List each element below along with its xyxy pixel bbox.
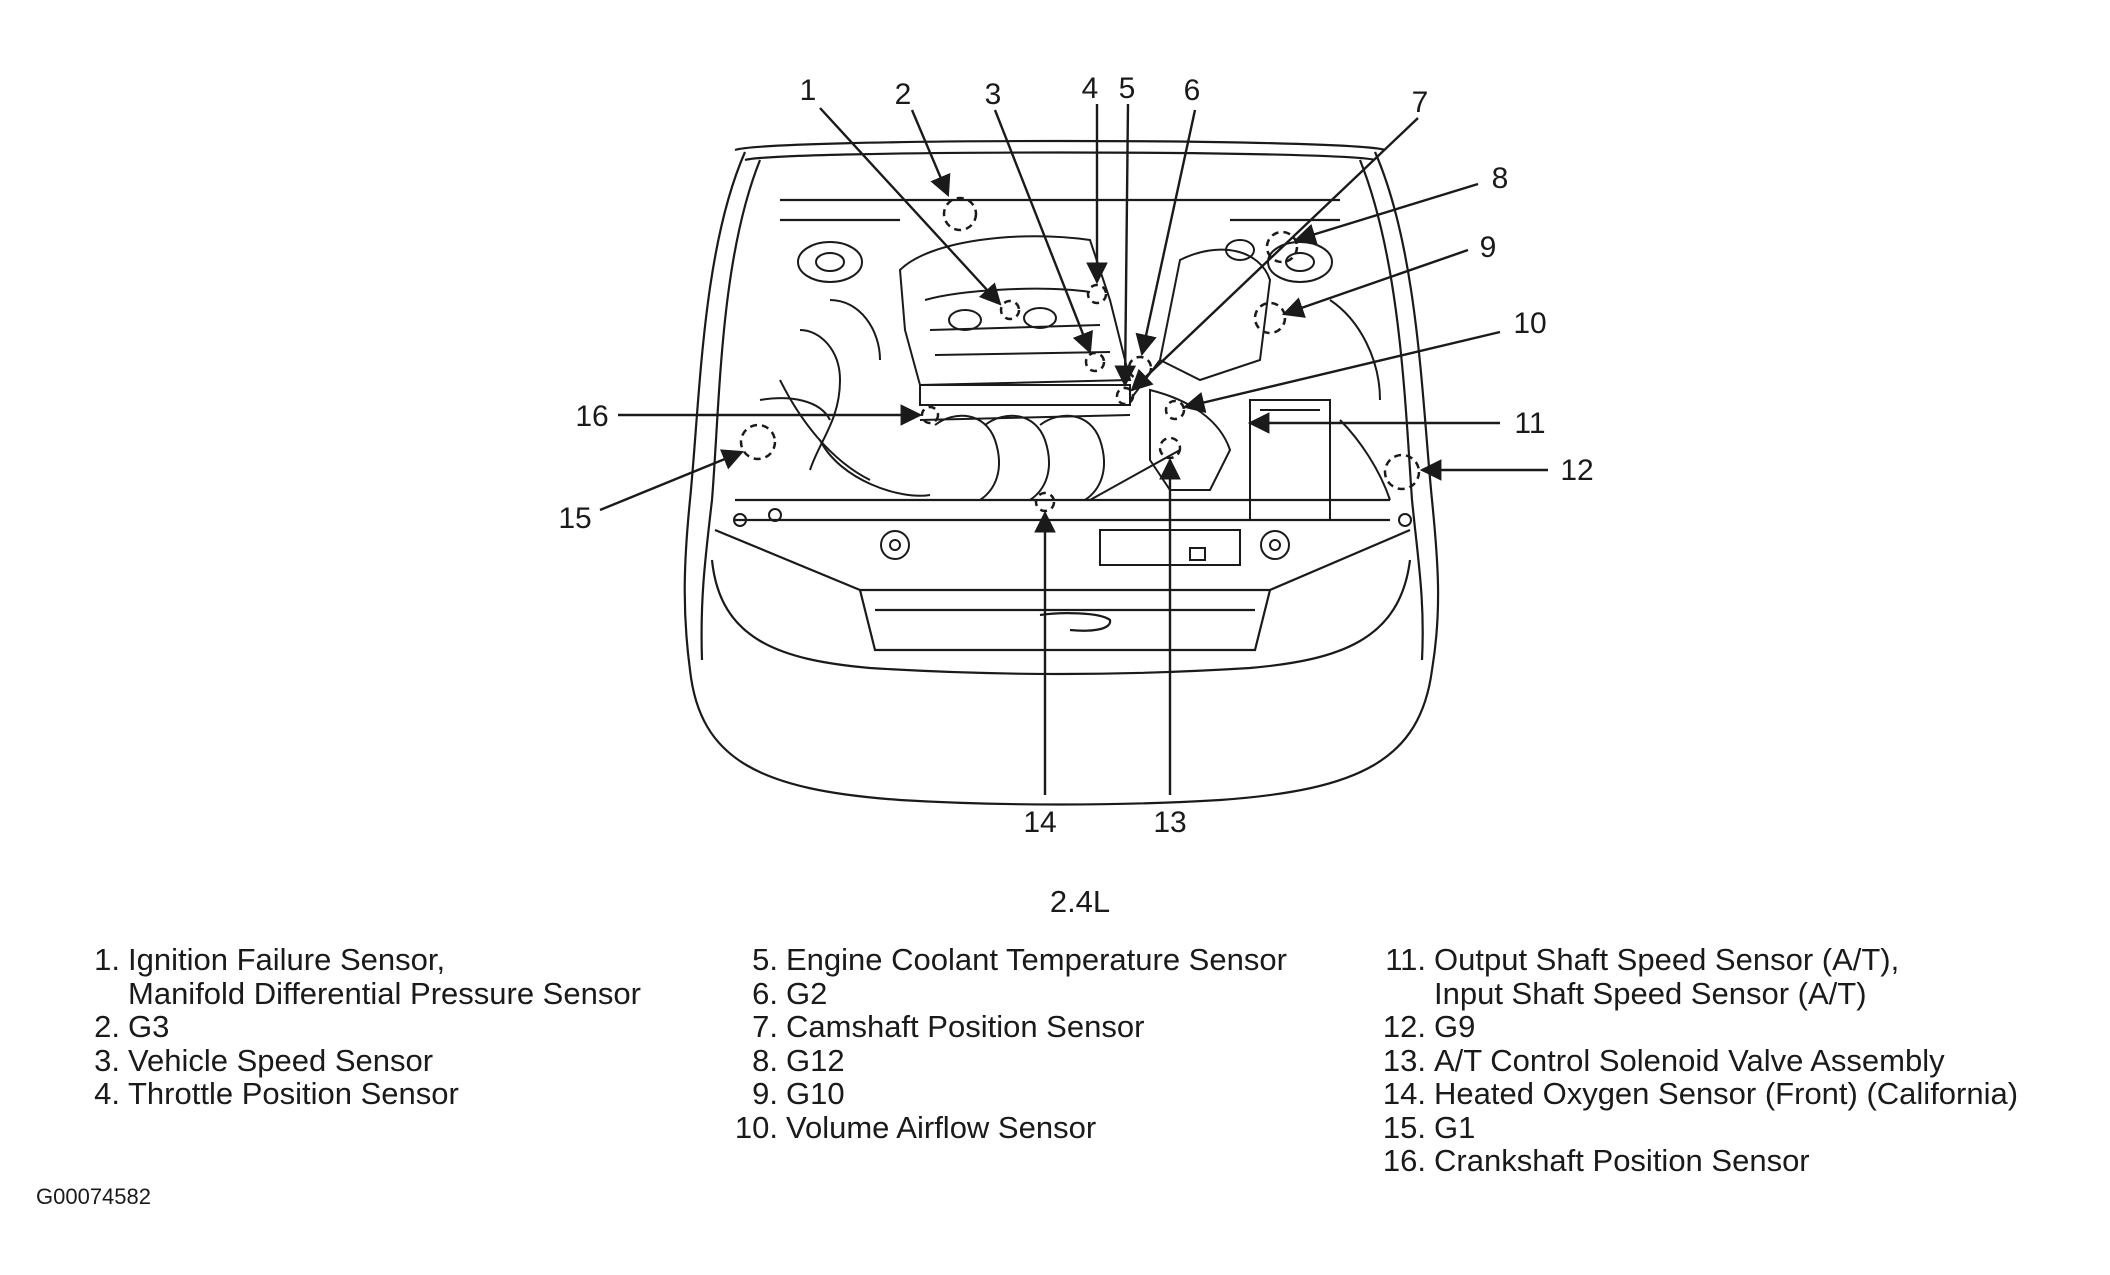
callout-leaders xyxy=(599,103,1548,795)
marker-9 xyxy=(1253,301,1287,335)
leader-15 xyxy=(599,449,744,512)
legend-item: 4. Throttle Position Sensor xyxy=(72,1077,641,1111)
legend-item: 6. G2 xyxy=(722,975,1287,1011)
callout-5: 5 xyxy=(1119,72,1136,105)
legend-text: G12 xyxy=(786,1042,845,1078)
engine-components xyxy=(733,235,1412,566)
callout-9: 9 xyxy=(1480,231,1497,264)
legend-text: G9 xyxy=(1434,1009,1476,1044)
marker-3 xyxy=(1084,351,1106,373)
legend-number: 16. xyxy=(1382,1143,1426,1178)
leader-1 xyxy=(819,107,1002,306)
marker-7 xyxy=(1115,386,1135,406)
callout-6: 6 xyxy=(1184,74,1201,107)
callout-8: 8 xyxy=(1492,162,1509,195)
engine-label: 2.4L xyxy=(1050,884,1110,919)
marker-10 xyxy=(1164,399,1186,421)
legend-text: Vehicle Speed Sensor xyxy=(128,1042,434,1078)
legend-item: 3. Vehicle Speed Sensor xyxy=(72,1042,641,1078)
legend-number: 7. xyxy=(752,1009,778,1044)
legend-column-3: 11. Output Shaft Speed Sensor (A/T), Inp… xyxy=(1370,943,2018,1178)
legend-number: 15. xyxy=(1382,1109,1426,1145)
leader-2 xyxy=(910,109,951,197)
legend-text: G3 xyxy=(128,1009,170,1044)
legend-text: Camshaft Position Sensor xyxy=(786,1009,1145,1044)
legend-text: G10 xyxy=(786,1076,845,1111)
callout-2: 2 xyxy=(895,78,912,111)
legend-number: 3. xyxy=(94,1042,120,1078)
leader-3 xyxy=(993,109,1093,355)
leader-10 xyxy=(1182,330,1501,414)
legend-number: 11. xyxy=(1385,942,1426,977)
leader-7 xyxy=(1130,117,1419,392)
marker-8 xyxy=(1265,230,1299,264)
marker-12 xyxy=(1383,453,1421,491)
legend-item: 13. A/T Control Solenoid Valve Assembly xyxy=(1370,1042,2018,1078)
legend-text: Crankshaft Position Sensor xyxy=(1434,1143,1810,1178)
legend-text: Throttle Position Sensor xyxy=(128,1076,459,1111)
marker-4 xyxy=(1086,283,1108,305)
legend-text: A/T Control Solenoid Valve Assembly xyxy=(1434,1042,1945,1078)
legend-number: 12. xyxy=(1382,1009,1426,1044)
legend-item: 16. Crankshaft Position Sensor xyxy=(1370,1144,2018,1178)
legend-number: 9. xyxy=(752,1076,778,1111)
legend-number: 13. xyxy=(1382,1042,1426,1078)
legend-item: 15. G1 xyxy=(1370,1109,2018,1145)
marker-14 xyxy=(1034,491,1056,513)
legend-number: 8. xyxy=(752,1042,778,1078)
legend-item: 7. Camshaft Position Sensor xyxy=(722,1010,1287,1044)
legend-column-2: 5. Engine Coolant Temperature Sensor 6. … xyxy=(722,943,1287,1144)
callout-1: 1 xyxy=(800,74,817,107)
legend-item: 11. Output Shaft Speed Sensor (A/T), Inp… xyxy=(1370,943,2018,1010)
legend-text: Ignition Failure Sensor, Manifold Differ… xyxy=(128,942,641,1011)
legend-item: 9. G10 xyxy=(722,1077,1287,1111)
legend-number: 2. xyxy=(94,1009,120,1044)
legend-text: Output Shaft Speed Sensor (A/T), Input S… xyxy=(1434,942,1900,1011)
legend-text: Heated Oxygen Sensor (Front) (California… xyxy=(1434,1076,2019,1111)
leader-8 xyxy=(1293,182,1479,245)
callout-numbers: 1 2 3 4 5 6 7 8 9 10 11 12 13 14 15 16 xyxy=(558,72,1593,839)
leader-6 xyxy=(1135,109,1197,357)
marker-2 xyxy=(942,196,978,232)
legend-text: G1 xyxy=(1434,1109,1476,1145)
legend-item: 8. G12 xyxy=(722,1042,1287,1078)
legend-number: 1. xyxy=(94,942,120,977)
callout-10: 10 xyxy=(1513,307,1546,340)
callout-7: 7 xyxy=(1412,86,1429,119)
callout-14: 14 xyxy=(1023,806,1056,839)
callout-11: 11 xyxy=(1514,407,1545,440)
legend-number: 6. xyxy=(752,975,778,1011)
callout-3: 3 xyxy=(985,78,1002,111)
callout-16: 16 xyxy=(575,400,608,433)
vehicle-outline xyxy=(683,139,1440,806)
legend-number: 10. xyxy=(734,1109,778,1145)
callout-15: 15 xyxy=(558,502,591,535)
legend-item: 14. Heated Oxygen Sensor (Front) (Califo… xyxy=(1370,1077,2018,1111)
legend-number: 14. xyxy=(1382,1076,1426,1111)
legend-item: 10. Volume Airflow Sensor xyxy=(722,1109,1287,1145)
leader-9 xyxy=(1281,248,1469,318)
legend-number: 5. xyxy=(752,942,778,977)
legend-number: 4. xyxy=(94,1076,120,1111)
callout-12: 12 xyxy=(1560,454,1593,487)
callout-4: 4 xyxy=(1082,72,1099,105)
legend-column-1: 1. Ignition Failure Sensor, Manifold Dif… xyxy=(72,943,641,1111)
legend-item: 1. Ignition Failure Sensor, Manifold Dif… xyxy=(72,943,641,1010)
legend-item: 12. G9 xyxy=(1370,1010,2018,1044)
legend-item: 5. Engine Coolant Temperature Sensor xyxy=(722,943,1287,977)
legend-text: G2 xyxy=(786,975,828,1011)
callout-13: 13 xyxy=(1153,806,1186,839)
marker-15 xyxy=(739,423,777,461)
leader-5 xyxy=(1114,103,1137,388)
marker-1 xyxy=(999,299,1021,321)
legend-text: Volume Airflow Sensor xyxy=(786,1109,1097,1145)
legend-item: 2. G3 xyxy=(72,1010,641,1044)
legend-text: Engine Coolant Temperature Sensor xyxy=(786,942,1287,977)
figure-id: G00074582 xyxy=(36,1184,151,1209)
